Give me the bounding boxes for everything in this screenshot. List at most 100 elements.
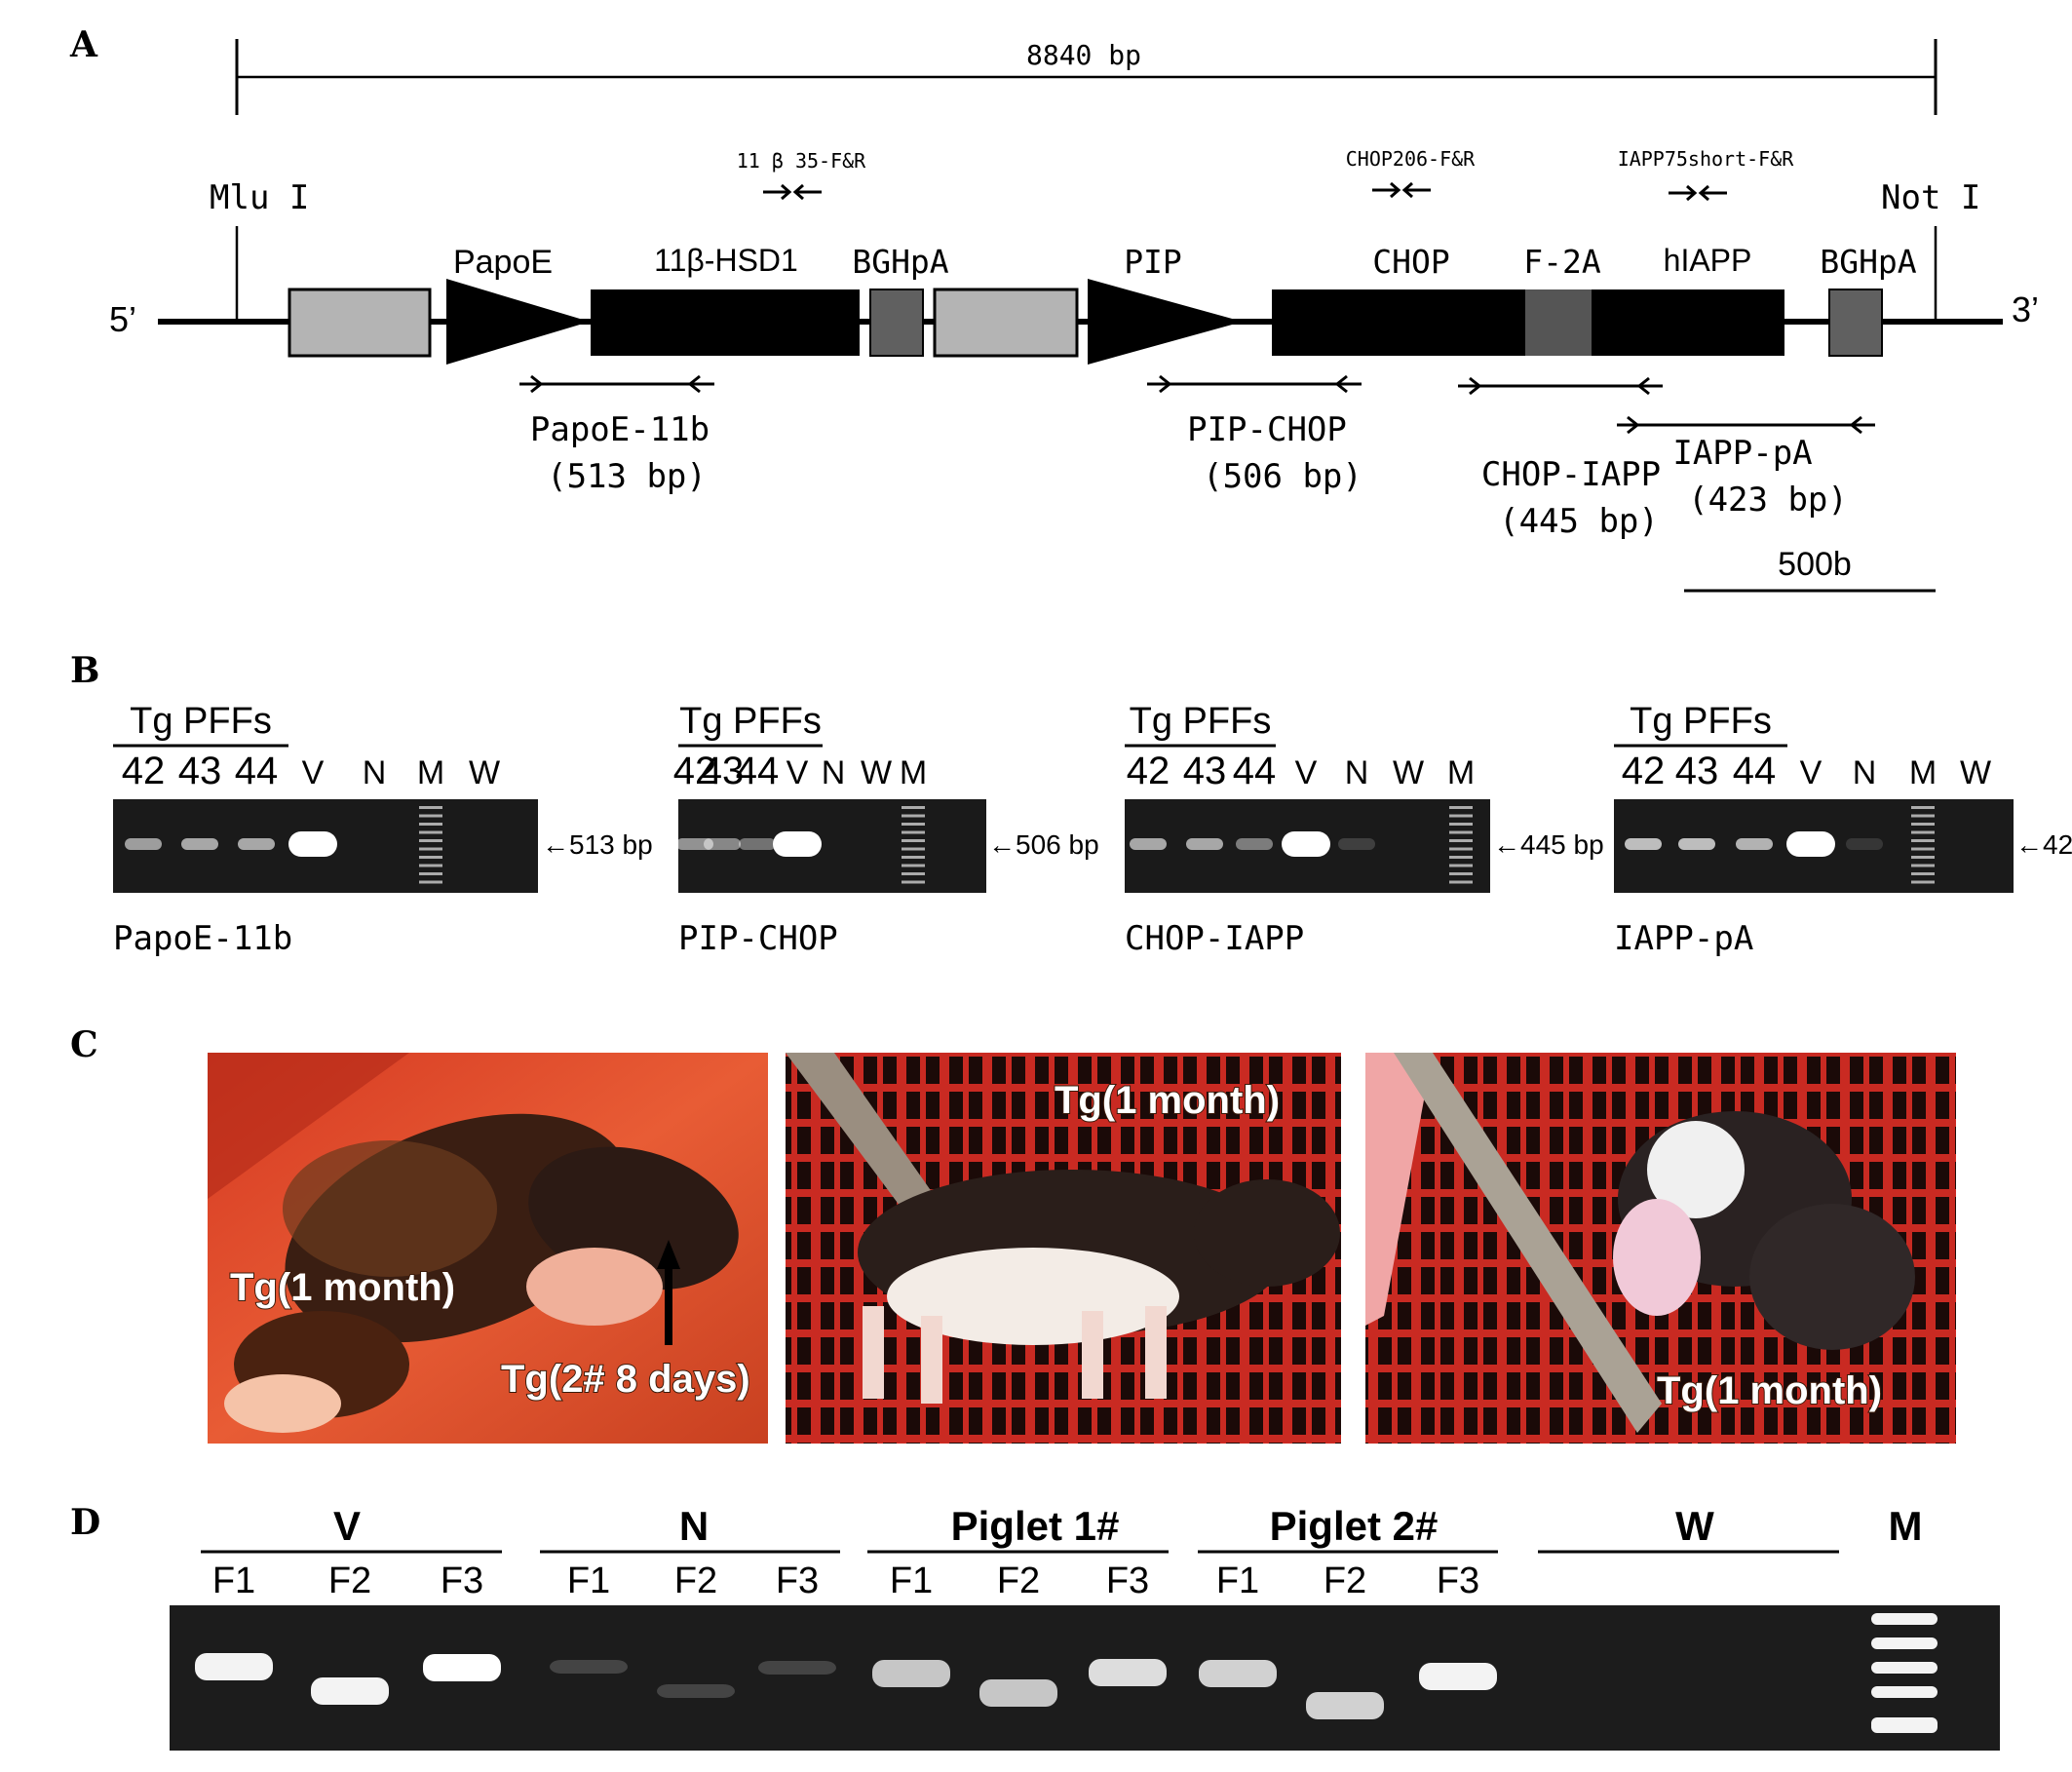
ladder-band <box>902 856 925 859</box>
total-length-label: 8840 bp <box>1026 39 1141 71</box>
gel-d-band <box>758 1661 836 1675</box>
gel-d-lane-label: F1 <box>1216 1560 1259 1601</box>
gel-b-lane-label: V <box>1800 754 1823 791</box>
five-prime-label: 5’ <box>109 299 136 339</box>
ladder-band <box>1449 823 1473 826</box>
gel-b-lane-label: N <box>1853 754 1877 791</box>
gel-b-lane-label: 43 <box>178 750 222 792</box>
ladder-band <box>419 881 442 884</box>
photo-2-label: Tg(1 month) <box>1055 1079 1280 1122</box>
gel-d-lane-label: F2 <box>1324 1560 1366 1601</box>
gel-d-band <box>311 1677 389 1705</box>
gel-b-lane-label: W <box>1393 754 1424 791</box>
ladder-band <box>419 839 442 842</box>
ladder-band <box>1911 848 1935 851</box>
gel-d-ladder-band <box>1871 1662 1938 1674</box>
gel-d-band <box>1419 1663 1497 1690</box>
hsd1-label: 11β-HSD1 <box>654 243 798 278</box>
amplicon-papoe-11b-line <box>519 376 714 392</box>
ladder-band <box>902 831 925 834</box>
ladder-band <box>1911 872 1935 875</box>
photo-1-label-1: Tg(1 month) <box>230 1266 455 1309</box>
gel-b-size-marker: ←506 bp <box>988 829 1099 860</box>
gel-d-lane-label: F2 <box>674 1560 717 1601</box>
scale-bar-label: 500b <box>1778 546 1852 583</box>
gel-band <box>1236 838 1273 850</box>
three-prime-label: 3’ <box>2012 289 2039 329</box>
gel-b-lane-label: 43 <box>1183 750 1227 792</box>
gel-d-ladder-band <box>1871 1717 1938 1733</box>
gel-b-lane-label: 42 <box>122 750 166 792</box>
panel-label-b: B <box>70 650 99 691</box>
gel-d-lane-label: F3 <box>1437 1560 1479 1601</box>
amplicon-iapp-pa-size: (423 bp) <box>1688 481 1848 520</box>
ladder-band <box>902 806 925 809</box>
gel-b-lane-label: 42 <box>1127 750 1170 792</box>
gel-band <box>1282 831 1330 857</box>
gel-d-band <box>195 1653 273 1680</box>
ladder-band <box>1449 856 1473 859</box>
ladder-band <box>1911 839 1935 842</box>
primer-11b35-label: 11 β 35-F&R <box>737 149 866 173</box>
ladder-band <box>1911 806 1935 809</box>
gel-b-lane-label: 43 <box>1675 750 1719 792</box>
gel-band <box>1846 838 1883 850</box>
amplicon-chop-iapp-line <box>1458 378 1663 394</box>
ladder-band <box>1449 872 1473 875</box>
gel-band <box>1678 838 1715 850</box>
gel-d-ladder-band <box>1871 1637 1938 1649</box>
ladder-band <box>902 865 925 867</box>
gel-b-lane-label: V <box>1295 754 1318 791</box>
gel-d-group-label: N <box>679 1503 709 1549</box>
gel-d-lane-label: F2 <box>997 1560 1040 1601</box>
gel-b-lane-label: N <box>1345 754 1369 791</box>
gel-band <box>1625 838 1662 850</box>
primer-chop206-arrows <box>1372 183 1431 197</box>
gel-band <box>288 831 337 857</box>
ladder-band <box>419 856 442 859</box>
gel-d-band <box>423 1654 501 1681</box>
ladder-band <box>1911 823 1935 826</box>
insulator-box-2 <box>935 289 1077 356</box>
hsd1-gene-box <box>591 289 860 356</box>
amplicon-pip-chop-size: (506 bp) <box>1203 457 1362 496</box>
gel-d-group-label: Piglet 2# <box>1270 1503 1439 1549</box>
gel-b-lane-label: M <box>1909 754 1937 791</box>
gel-band <box>1186 838 1223 850</box>
gel-d-band <box>872 1660 950 1687</box>
gel-d-lane-label: F3 <box>776 1560 819 1601</box>
gel-b-lane-label: W <box>469 754 500 791</box>
gel-b-lane-label: 44 <box>736 750 780 792</box>
gel-d-lane-label: F1 <box>567 1560 610 1601</box>
ladder-band <box>419 806 442 809</box>
gel-b-size-marker: ←445 bp <box>1493 829 1604 860</box>
gel-d-ladder-band <box>1871 1686 1938 1698</box>
gel-d-lane-label: F1 <box>890 1560 933 1601</box>
ladder-band <box>1911 856 1935 859</box>
bghpa-box-1 <box>870 289 923 356</box>
ladder-band <box>1911 831 1935 834</box>
primer-iapp75-label: IAPP75short-F&R <box>1618 147 1795 171</box>
amplicon-papoe-11b-size: (513 bp) <box>547 457 707 496</box>
gel-d-lane-label: F1 <box>212 1560 255 1601</box>
ladder-band <box>1911 815 1935 818</box>
gel-d-band <box>550 1660 628 1674</box>
gel-band <box>238 838 275 850</box>
gel-d-lane-label: F2 <box>328 1560 371 1601</box>
ladder-band <box>419 872 442 875</box>
gel-band <box>704 838 741 850</box>
ladder-band <box>419 831 442 834</box>
bghpa-box-2 <box>1829 289 1882 356</box>
gel-b-name: PIP-CHOP <box>678 919 838 958</box>
gel-b-lane-label: M <box>417 754 444 791</box>
papoe-label: PapoE <box>453 244 553 281</box>
gel-b-lane-label: V <box>787 754 809 791</box>
gel-b-name: IAPP-pA <box>1614 919 1753 958</box>
gel-d-lane-label: F3 <box>1106 1560 1149 1601</box>
gel-band <box>181 838 218 850</box>
gel-d-band <box>1089 1659 1167 1686</box>
ladder-band <box>1449 848 1473 851</box>
